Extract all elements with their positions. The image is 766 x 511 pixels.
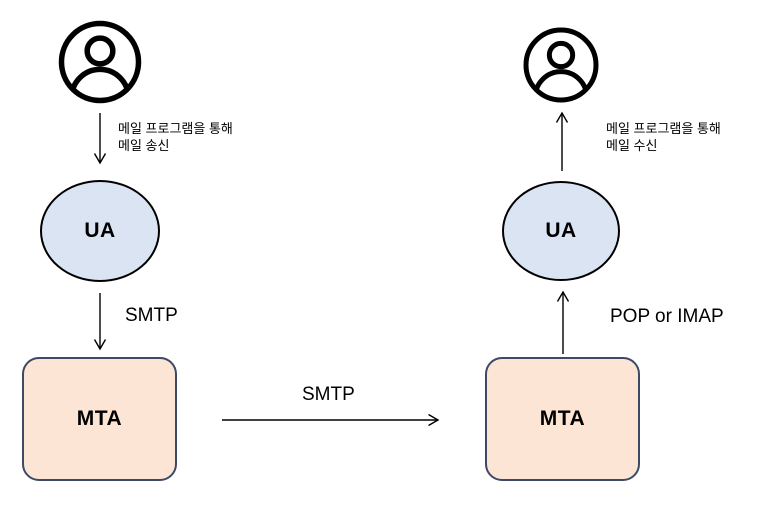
send-annotation-line2: 메일 송신 bbox=[118, 138, 170, 153]
receive-annotation-line1: 메일 프로그램을 통해 bbox=[606, 121, 721, 136]
sender-ua-node: UA bbox=[40, 180, 160, 282]
receiver-mta-node: MTA bbox=[485, 357, 640, 481]
send-annotation: 메일 프로그램을 통해 메일 송신 bbox=[118, 120, 233, 154]
receiver-ua-label: UA bbox=[545, 219, 577, 242]
receiver-mta-label: MTA bbox=[539, 407, 586, 430]
sender-mta-label: MTA bbox=[76, 407, 123, 430]
receive-annotation-line2: 메일 수신 bbox=[606, 138, 658, 153]
receiver-person-icon bbox=[521, 25, 601, 105]
receiver-ua-node: UA bbox=[502, 181, 620, 281]
sender-ua-label: UA bbox=[84, 219, 116, 242]
smtp-label-mta-to-mta: SMTP bbox=[302, 384, 355, 405]
sender-person-icon bbox=[56, 18, 144, 106]
send-annotation-line1: 메일 프로그램을 통해 bbox=[118, 121, 233, 136]
receive-annotation: 메일 프로그램을 통해 메일 수신 bbox=[606, 120, 721, 154]
smtp-label-ua-to-mta: SMTP bbox=[125, 305, 178, 326]
sender-mta-node: MTA bbox=[22, 357, 177, 481]
pop-or-imap-label: POP or IMAP bbox=[610, 306, 724, 327]
